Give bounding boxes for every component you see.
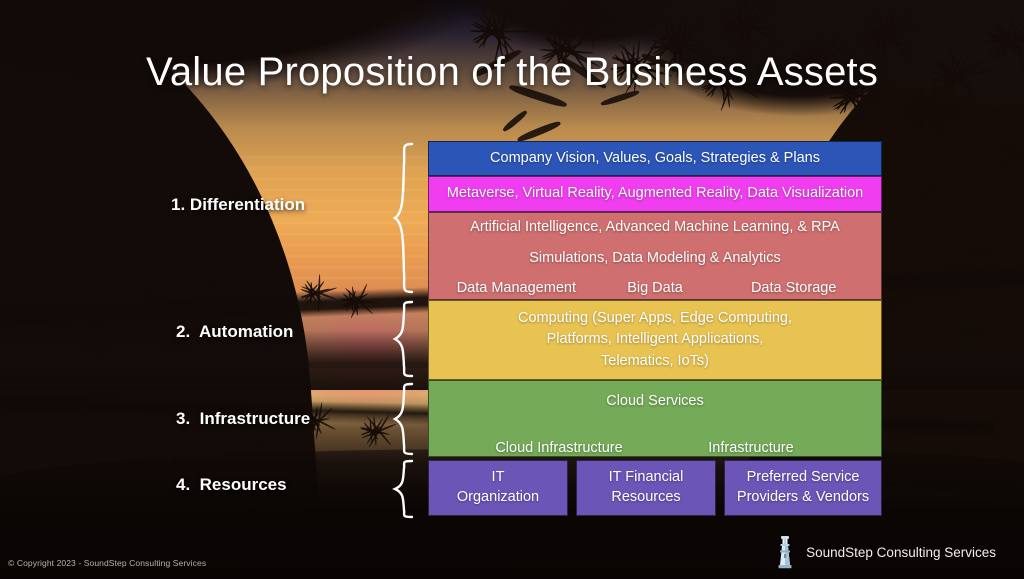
resource-1-line-2: Organization <box>456 489 540 505</box>
block-ai-item-data-management: Data Management <box>456 280 576 297</box>
brace-resources <box>392 459 416 519</box>
category-1-number: 1. <box>171 195 186 214</box>
brace-automation <box>392 300 416 378</box>
block-computing-line-1: Computing (Super Apps, Edge Computing, <box>517 310 793 327</box>
block-cloud-line-1: Cloud Services <box>606 393 704 409</box>
brace-differentiation <box>392 142 416 294</box>
resource-3-line-1: Preferred Service <box>746 469 860 486</box>
resources-row: IT Organization IT Financial Resources P… <box>428 460 882 516</box>
resource-2-line-2: Resources <box>611 489 681 505</box>
resource-3-line-2: Providers & Vendors <box>736 489 870 505</box>
brace-infrastructure <box>392 382 416 456</box>
page-title: Value Proposition of the Business Assets <box>145 50 879 94</box>
block-ai-item-big-data: Big Data <box>627 280 683 297</box>
block-ai-line-2: Simulations, Data Modeling & Analytics <box>529 250 781 266</box>
category-label-3: 3. Infrastructure <box>176 409 310 429</box>
brand-name: SoundStep Consulting Services <box>806 544 996 560</box>
block-ai-item-data-storage: Data Storage <box>750 280 837 297</box>
category-3-number: 3. <box>176 409 191 428</box>
block-ai-row: Data Management Big Data Data Storage <box>429 278 881 299</box>
block-metaverse[interactable]: Metaverse, Virtual Reality, Augmented Re… <box>428 176 882 212</box>
block-vision-line-1: Company Vision, Values, Goals, Strategie… <box>490 149 820 166</box>
category-3-label: Infrastructure <box>199 409 311 428</box>
block-cloud[interactable]: Cloud Services Cloud Infrastructure Infr… <box>428 380 882 457</box>
resource-box-it-financial-resources[interactable]: IT Financial Resources <box>576 460 716 516</box>
brand-logo: SoundStep Consulting Services <box>772 535 996 569</box>
resource-1-line-1: IT <box>491 469 505 486</box>
block-cloud-row: Cloud Infrastructure Infrastructure <box>429 438 881 459</box>
resource-box-preferred-service-providers[interactable]: Preferred Service Providers & Vendors <box>724 460 882 516</box>
block-ai-line-1: Artificial Intelligence, Advanced Machin… <box>470 218 840 235</box>
category-1-label: Differentiation <box>189 195 306 214</box>
block-ai-data[interactable]: Artificial Intelligence, Advanced Machin… <box>428 212 882 300</box>
category-label-4: 4. Resources <box>176 475 287 495</box>
category-4-number: 4. <box>176 475 191 494</box>
block-metaverse-line-1: Metaverse, Virtual Reality, Augmented Re… <box>446 185 864 202</box>
block-cloud-item-infrastructure: Infrastructure <box>708 440 794 457</box>
block-company-vision[interactable]: Company Vision, Values, Goals, Strategie… <box>428 141 882 176</box>
value-stack: Company Vision, Values, Goals, Strategie… <box>428 141 882 457</box>
category-2-number: 2. <box>176 322 191 341</box>
category-label-2: 2. Automation <box>176 322 293 342</box>
category-4-label: Resources <box>199 475 287 494</box>
lighthouse-icon <box>778 536 792 569</box>
block-computing-line-3: Telematics, IoTs) <box>601 352 709 369</box>
category-label-1: 1. Differentiation <box>171 195 305 215</box>
block-computing-line-2: Platforms, Intelligent Applications, <box>546 331 764 348</box>
copyright-text: © Copyright 2023 - SoundStep Consulting … <box>8 558 207 568</box>
category-2-label: Automation <box>199 322 294 341</box>
resource-2-line-1: IT Financial <box>608 469 684 486</box>
resource-box-it-organization[interactable]: IT Organization <box>428 460 568 516</box>
block-cloud-item-cloud-infrastructure: Cloud Infrastructure <box>495 440 623 457</box>
block-computing[interactable]: Computing (Super Apps, Edge Computing, P… <box>428 300 882 380</box>
